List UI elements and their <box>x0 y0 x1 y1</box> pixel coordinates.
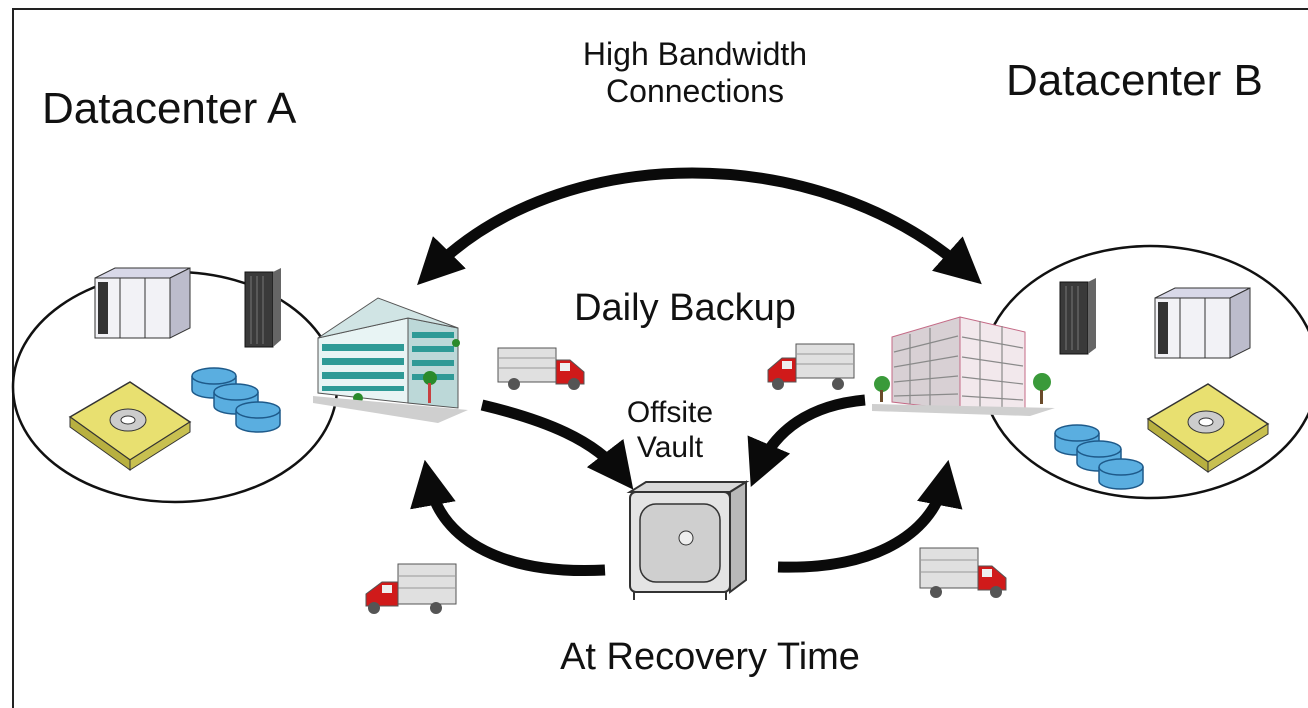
high-bandwidth-line1: High Bandwidth <box>582 36 808 72</box>
office-building-icon <box>313 297 468 423</box>
vault-safe-icon <box>626 480 750 600</box>
datacenter-b-title: Datacenter B <box>1006 56 1263 105</box>
offsite-vault-label: Offsite Vault <box>610 396 730 465</box>
tower-server-icon <box>244 268 281 348</box>
diagram-frame <box>12 8 1308 708</box>
server-rack-icon <box>1154 287 1251 359</box>
delivery-truck-icon <box>365 563 457 614</box>
delivery-truck-icon <box>497 347 585 390</box>
disk-stack-icon <box>191 367 281 433</box>
datacenter-a-title: Datacenter A <box>42 84 297 133</box>
delivery-truck-icon <box>919 547 1007 598</box>
offsite-line1: Offsite <box>626 396 714 429</box>
tower-server-icon <box>1059 278 1096 355</box>
recovery-time-label: At Recovery Time <box>560 636 860 678</box>
daily-backup-label: Daily Backup <box>574 287 796 329</box>
high-bandwidth-line2: Connections <box>606 72 784 109</box>
high-bandwidth-arrow <box>417 167 982 286</box>
backup-arrow-b-to-vault <box>747 394 866 488</box>
disk-stack-icon <box>1054 424 1144 490</box>
tape-cartridge-icon <box>68 381 192 471</box>
tape-cartridge-icon <box>1146 383 1270 473</box>
backup-arrow-a-to-vault <box>480 399 634 490</box>
datacenter-b-ellipse <box>980 244 1308 500</box>
recovery-arrow-vault-to-b <box>777 459 963 573</box>
offsite-line2: Vault <box>636 430 704 464</box>
office-building-icon <box>872 316 1055 416</box>
high-bandwidth-label: High Bandwidth Connections <box>540 36 850 110</box>
delivery-truck-icon <box>767 343 855 390</box>
server-rack-icon <box>94 267 191 339</box>
recovery-arrow-vault-to-a <box>410 459 606 577</box>
